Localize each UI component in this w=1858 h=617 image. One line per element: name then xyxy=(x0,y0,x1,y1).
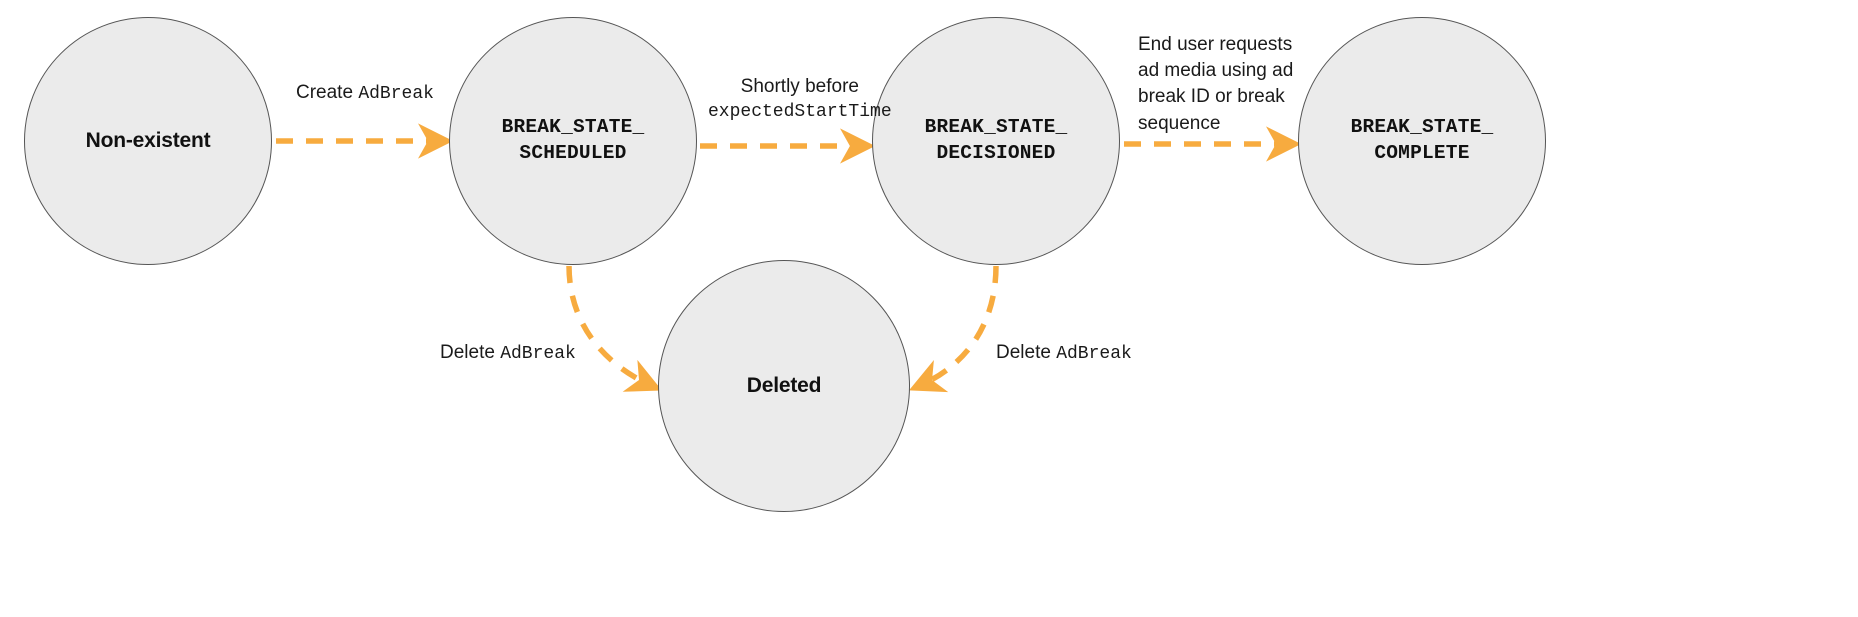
node-label-break-state-decisioned: BREAK_STATE_ DECISIONED xyxy=(924,116,1068,164)
node-label-deleted: Deleted xyxy=(746,374,822,398)
edge-label-delete-adbreak-decisioned-code: AdBreak xyxy=(1056,344,1132,364)
edge-label-end-user-requests-ad-media: End user requests ad media using ad brea… xyxy=(1138,34,1294,134)
edge-label-create-adbreak-code: AdBreak xyxy=(358,84,434,104)
node-break-state-scheduled[interactable]: BREAK_STATE_ SCHEDULED xyxy=(449,17,697,265)
node-break-state-complete[interactable]: BREAK_STATE_ COMPLETE xyxy=(1298,17,1546,265)
edge-label-shortly-before-expected-start-time: Shortly before expectedStartTime xyxy=(708,74,892,125)
edge-label-delete-adbreak-from-scheduled: Delete AdBreak xyxy=(440,340,576,367)
node-break-state-decisioned[interactable]: BREAK_STATE_ DECISIONED xyxy=(872,17,1120,265)
node-deleted[interactable]: Deleted xyxy=(658,260,910,512)
edge-delete-adbreak-from-decisioned xyxy=(908,265,999,393)
node-label-break-state-complete: BREAK_STATE_ COMPLETE xyxy=(1350,116,1494,164)
edge-label-shortly-before-prose: Shortly before xyxy=(740,76,859,97)
edge-delete-adbreak-from-scheduled xyxy=(566,265,662,392)
edge-label-delete-adbreak-scheduled-code: AdBreak xyxy=(500,344,576,364)
edge-label-create-adbreak: Create AdBreak xyxy=(296,80,434,107)
edge-label-create-adbreak-prose: Create xyxy=(296,82,359,103)
edge-label-delete-adbreak-from-decisioned: Delete AdBreak xyxy=(996,340,1132,367)
node-label-break-state-scheduled: BREAK_STATE_ SCHEDULED xyxy=(501,116,645,164)
edge-label-delete-adbreak-scheduled-prose: Delete xyxy=(440,342,501,363)
edge-label-delete-adbreak-decisioned-prose: Delete xyxy=(996,342,1057,363)
edge-label-expected-start-time-code: expectedStartTime xyxy=(708,102,892,123)
node-non-existent[interactable]: Non-existent xyxy=(24,17,272,265)
node-label-non-existent: Non-existent xyxy=(85,129,211,153)
